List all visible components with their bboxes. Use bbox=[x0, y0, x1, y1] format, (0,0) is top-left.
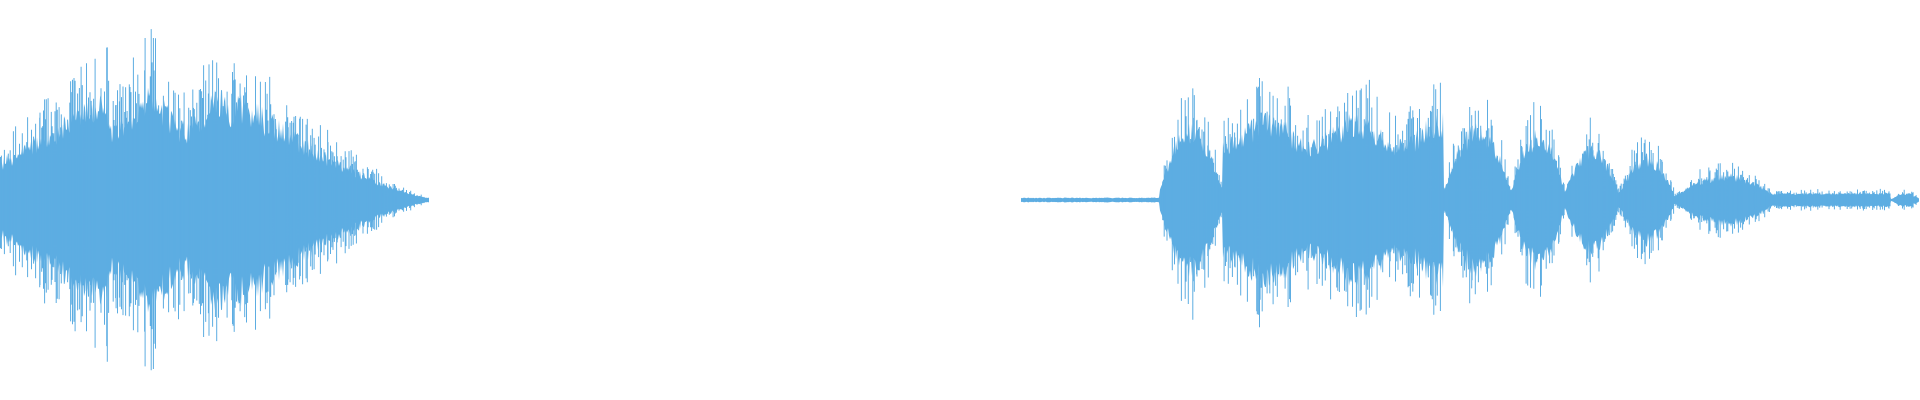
waveform-trace bbox=[0, 29, 1919, 371]
waveform-peak-lines bbox=[0, 29, 1917, 371]
waveform-peaks bbox=[0, 29, 1917, 371]
